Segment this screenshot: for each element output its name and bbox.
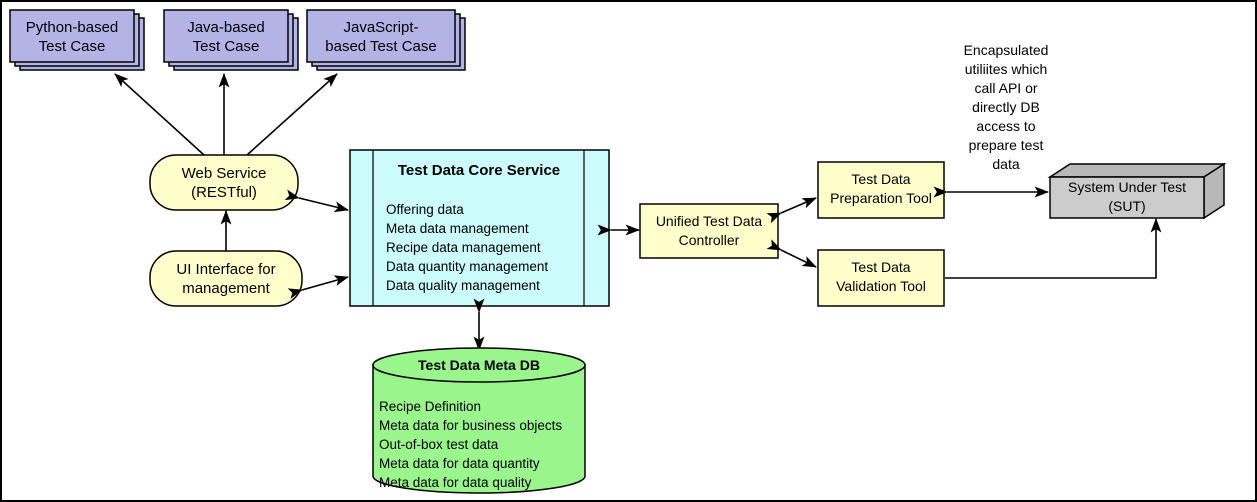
core-service-item-4: Data quality management (386, 278, 540, 293)
python-test-case-line2: Test Case (39, 38, 106, 55)
core-service-title: Test Data Core Service (398, 162, 560, 179)
test-data-meta-db-node[interactable]: Test Data Meta DB Recipe Definition Meta… (372, 347, 586, 494)
db-item-2: Out-of-box test data (379, 437, 499, 452)
web-service-node[interactable]: Web Service (RESTful) (149, 154, 299, 211)
db-item-4: Meta data for data quality (379, 475, 532, 490)
encapsulated-utilities-note: Encapsulated utiliites which call API or… (964, 42, 1049, 172)
annotation-line-5: prepare test (969, 137, 1044, 153)
core-service-item-2: Recipe data management (386, 240, 541, 255)
sut-top-face (1047, 163, 1227, 178)
sut-line2: (SUT) (1108, 198, 1145, 214)
sut-front-face (1049, 176, 1205, 219)
annotation-line-2: call API or (974, 80, 1037, 96)
controller-line1: Unified Test Data (656, 213, 763, 229)
annotation-line-6: data (992, 156, 1019, 172)
controller-line2: Controller (679, 232, 740, 248)
edge-javascript-webservice (233, 73, 338, 169)
javascript-test-case-line1: JavaScript- (343, 19, 418, 36)
ui-interface-node[interactable]: UI Interface for management (149, 250, 303, 307)
web-service-line1: Web Service (182, 165, 267, 182)
db-item-1: Meta data for business objects (379, 418, 562, 433)
javascript-test-case-node[interactable]: JavaScript- based Test Case (306, 9, 466, 71)
edge-ui-core (287, 275, 349, 299)
ui-interface-line2: management (182, 280, 270, 297)
core-service-item-3: Data quantity management (386, 259, 548, 274)
validation-tool-line1: Test Data (851, 259, 910, 275)
annotation-line-4: access to (976, 118, 1035, 134)
validation-tool-line2: Validation Tool (836, 278, 926, 294)
core-service-item-1: Meta data management (386, 221, 529, 236)
test-data-preparation-tool-node[interactable]: Test Data Preparation Tool (817, 161, 945, 219)
annotation-line-1: utiliites which (965, 61, 1047, 77)
test-data-validation-tool-node[interactable]: Test Data Validation Tool (817, 249, 945, 307)
java-test-case-node[interactable]: Java-based Test Case (163, 9, 299, 71)
core-service-item-0: Offering data (386, 202, 464, 217)
web-service-line2: (RESTful) (191, 184, 257, 201)
edge-controller-prep (766, 197, 817, 224)
annotation-line-0: Encapsulated (964, 42, 1049, 58)
system-under-test-node[interactable]: System Under Test (SUT) (1047, 162, 1227, 220)
prep-tool-line2: Preparation Tool (830, 190, 932, 206)
db-item-3: Meta data for data quantity (379, 456, 540, 471)
db-item-0: Recipe Definition (379, 399, 481, 414)
java-test-case-line2: Test Case (193, 38, 260, 55)
edge-controller-validation (766, 239, 817, 268)
db-title: Test Data Meta DB (418, 357, 540, 373)
test-data-core-service-node[interactable]: Test Data Core Service Offering data Met… (349, 149, 610, 307)
annotation-line-3: directly DB (972, 99, 1040, 115)
python-test-case-line1: Python-based (26, 19, 119, 36)
java-test-case-line1: Java-based (187, 19, 265, 36)
edge-webservice-core (284, 189, 349, 213)
edge-validation-sut (945, 218, 1162, 279)
javascript-test-case-line2: based Test Case (325, 38, 436, 55)
sut-line1: System Under Test (1068, 179, 1186, 195)
unified-test-data-controller-node[interactable]: Unified Test Data Controller (639, 203, 779, 259)
ui-interface-line1: UI Interface for (176, 261, 275, 278)
edge-python-webservice (114, 73, 218, 169)
python-test-case-node[interactable]: Python-based Test Case (9, 9, 145, 71)
prep-tool-line1: Test Data (851, 171, 910, 187)
